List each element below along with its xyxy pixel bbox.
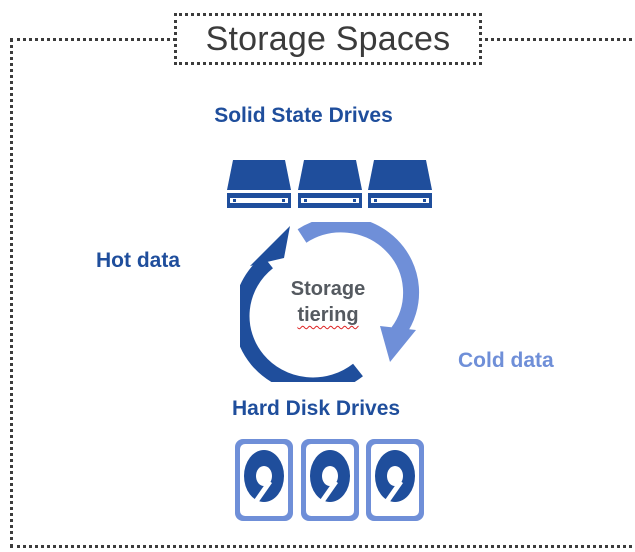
cold-data-label: Cold data <box>458 349 554 372</box>
solid-state-drive-icon <box>298 160 362 208</box>
solid-state-drive-icon <box>368 160 432 208</box>
hard-disk-drive-icon <box>301 439 359 521</box>
center-line-1: Storage <box>290 278 366 300</box>
hard-disk-drive-icon <box>366 439 424 521</box>
ssd-label: Solid State Drives <box>214 104 393 127</box>
hot-data-label: Hot data <box>96 249 180 272</box>
storage-tiering-label: Storage tiering <box>258 276 398 328</box>
solid-state-drive-icon <box>227 160 291 208</box>
center-line-2: tiering <box>297 304 359 326</box>
hdd-label: Hard Disk Drives <box>232 397 401 420</box>
tiering-cycle-arrows <box>240 222 420 382</box>
hard-disk-drive-icon <box>235 439 293 521</box>
diagram-title: Storage Spaces <box>205 19 451 58</box>
title-box: Storage Spaces <box>174 13 482 65</box>
